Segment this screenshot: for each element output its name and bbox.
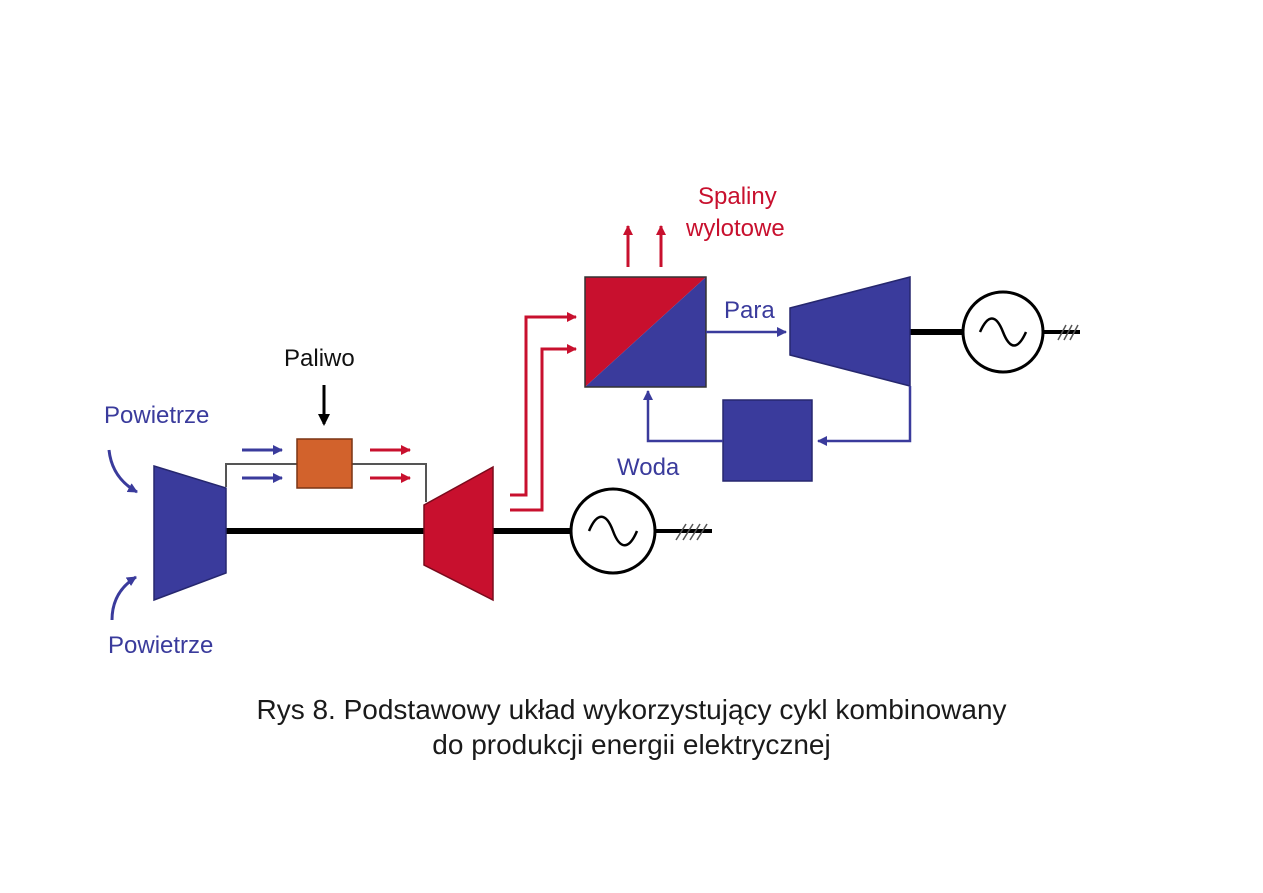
grid-hatch-icon	[1057, 324, 1079, 341]
air-inlet-arrow-top	[107, 449, 138, 494]
label-spaliny-1: Spaliny	[698, 183, 777, 210]
sine-wave	[587, 515, 639, 547]
water-return-line	[643, 390, 723, 443]
label-paliwo: Paliwo	[284, 345, 355, 372]
caption-line-2: do produkcji energii elektrycznej	[432, 729, 831, 760]
exhaust-duct-1	[510, 312, 577, 497]
label-woda: Woda	[617, 454, 680, 481]
combustion-chamber-icon	[296, 438, 353, 489]
condenser-icon	[722, 399, 813, 482]
heat-exchanger-icon	[584, 276, 707, 388]
caption-line-1: Rys 8. Podstawowy układ wykorzystujący c…	[256, 694, 1007, 725]
label-spaliny-2: wylotowe	[685, 215, 785, 242]
sine-wave	[978, 317, 1028, 347]
steam-turbine-icon	[789, 276, 911, 387]
gas-turbine-icon	[423, 465, 494, 602]
label-powietrze-bottom: Powietrze	[108, 632, 213, 659]
condensate-line	[817, 386, 912, 446]
label-powietrze-top: Powietrze	[104, 402, 209, 429]
label-para: Para	[724, 297, 775, 324]
air-inlet-arrow-bottom	[110, 575, 137, 621]
figure-caption: Rys 8. Podstawowy układ wykorzystujący c…	[0, 692, 1263, 762]
exhaust-duct-2	[510, 344, 577, 512]
compressor-icon	[153, 464, 227, 602]
grid-hatch-icon	[675, 523, 708, 541]
